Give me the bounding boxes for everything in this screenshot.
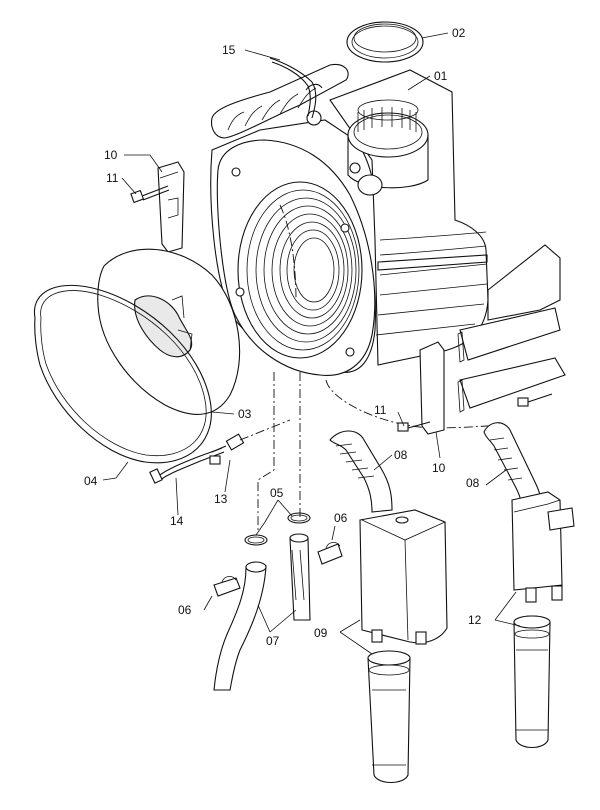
part-10-bracket-right	[419, 244, 566, 435]
part-15-sensor-wire	[269, 57, 323, 119]
leader-lines	[102, 32, 521, 655]
part-11-screw-left	[130, 185, 170, 204]
part-06-clips	[213, 542, 343, 597]
callout-08-right: 08	[466, 476, 480, 490]
callout-06-left: 06	[178, 603, 192, 617]
callout-06-right: 06	[334, 511, 348, 525]
callout-08-left: 08	[394, 448, 408, 462]
part-09-siphon	[359, 509, 448, 784]
part-01-heat-exchanger	[210, 63, 489, 376]
callout-05: 05	[270, 486, 284, 500]
part-13-electrode	[211, 433, 245, 453]
callout-15: 15	[222, 43, 236, 57]
callout-14: 14	[170, 514, 184, 528]
part-10-bracket-left	[157, 161, 185, 253]
part-11-screws-right	[397, 393, 553, 432]
callout-13: 13	[214, 492, 228, 506]
part-12-condensate-trap	[511, 491, 575, 749]
part-04-gasket-ring	[33, 284, 212, 464]
callout-01: 01	[434, 69, 448, 83]
callout-03: 03	[238, 407, 252, 421]
callout-12: 12	[468, 613, 482, 627]
callout-04: 04	[84, 474, 98, 488]
callout-07: 07	[266, 634, 280, 648]
callout-10-left: 10	[104, 148, 118, 162]
callout-10-right: 10	[432, 461, 446, 475]
part-05-o-rings	[244, 512, 311, 546]
part-03-insulation-disc	[97, 248, 241, 415]
callout-11-left: 11	[106, 171, 119, 185]
part-07-hoses	[213, 533, 311, 691]
callout-labels: 15 02 01 10 11 03 04 13 14 05 06 06 07 0…	[84, 26, 482, 648]
callout-02: 02	[452, 26, 466, 40]
callout-11-right: 11	[374, 403, 387, 417]
assembly-center-lines	[239, 204, 506, 530]
part-14-wiring	[149, 447, 225, 484]
part-08-flue-pipe-left	[329, 430, 393, 513]
callout-09: 09	[314, 626, 328, 640]
part-02-o-ring	[346, 21, 424, 63]
